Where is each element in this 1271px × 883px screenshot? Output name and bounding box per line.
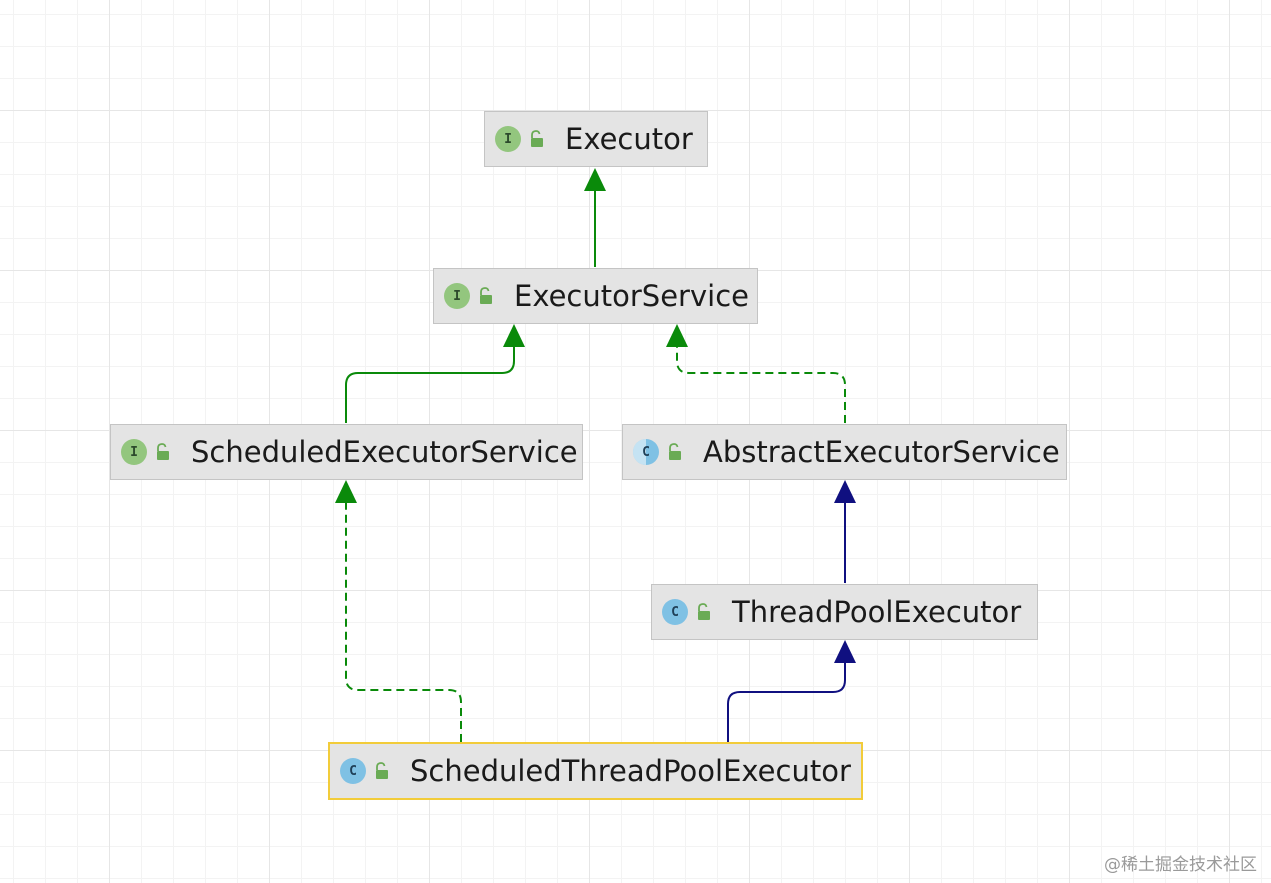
- arrowhead-executorservice-left: [503, 324, 525, 347]
- class-icon: C: [662, 599, 688, 625]
- interface-icon: I: [444, 283, 470, 309]
- edge-scheduledexecutorservice-to-executorservice: [345, 346, 515, 423]
- arrowhead-scheduledexecutorservice: [335, 480, 357, 503]
- watermark: @稀土掘金技术社区: [1104, 855, 1257, 875]
- node-label: ScheduledThreadPoolExecutor: [410, 754, 851, 788]
- node-abstract-executor-service[interactable]: C AbstractExecutorService: [622, 424, 1067, 480]
- arrowhead-executorservice-right: [666, 324, 688, 347]
- node-label: AbstractExecutorService: [703, 435, 1060, 469]
- class-icon: C: [340, 758, 366, 784]
- interface-icon: I: [495, 126, 521, 152]
- public-lock-icon: [480, 287, 492, 304]
- node-label: ExecutorService: [514, 279, 749, 313]
- public-lock-icon: [531, 130, 543, 147]
- public-lock-icon: [157, 443, 169, 460]
- node-scheduled-executor-service[interactable]: I ScheduledExecutorService: [110, 424, 583, 480]
- arrowhead-threadpoolexecutor: [834, 640, 856, 663]
- node-label: Executor: [565, 122, 693, 156]
- edge-scheduledthreadpoolexecutor-to-threadpoolexecutor: [727, 662, 846, 742]
- abstract-class-icon: C: [633, 439, 659, 465]
- public-lock-icon: [698, 603, 710, 620]
- interface-icon: I: [121, 439, 147, 465]
- node-thread-pool-executor[interactable]: C ThreadPoolExecutor: [651, 584, 1038, 640]
- node-scheduled-thread-pool-executor[interactable]: C ScheduledThreadPoolExecutor: [328, 742, 863, 800]
- node-label: ScheduledExecutorService: [191, 435, 578, 469]
- public-lock-icon: [376, 762, 388, 779]
- node-executor[interactable]: I Executor: [484, 111, 708, 167]
- edge-scheduledthreadpoolexecutor-to-scheduledexecutorservice: [345, 502, 462, 742]
- node-executor-service[interactable]: I ExecutorService: [433, 268, 758, 324]
- node-label: ThreadPoolExecutor: [732, 595, 1022, 629]
- public-lock-icon: [669, 443, 681, 460]
- edge-abstractexecutorservice-to-executorservice: [676, 346, 846, 423]
- arrowhead-abstractexecutorservice: [834, 480, 856, 503]
- arrowhead-executor: [584, 168, 606, 191]
